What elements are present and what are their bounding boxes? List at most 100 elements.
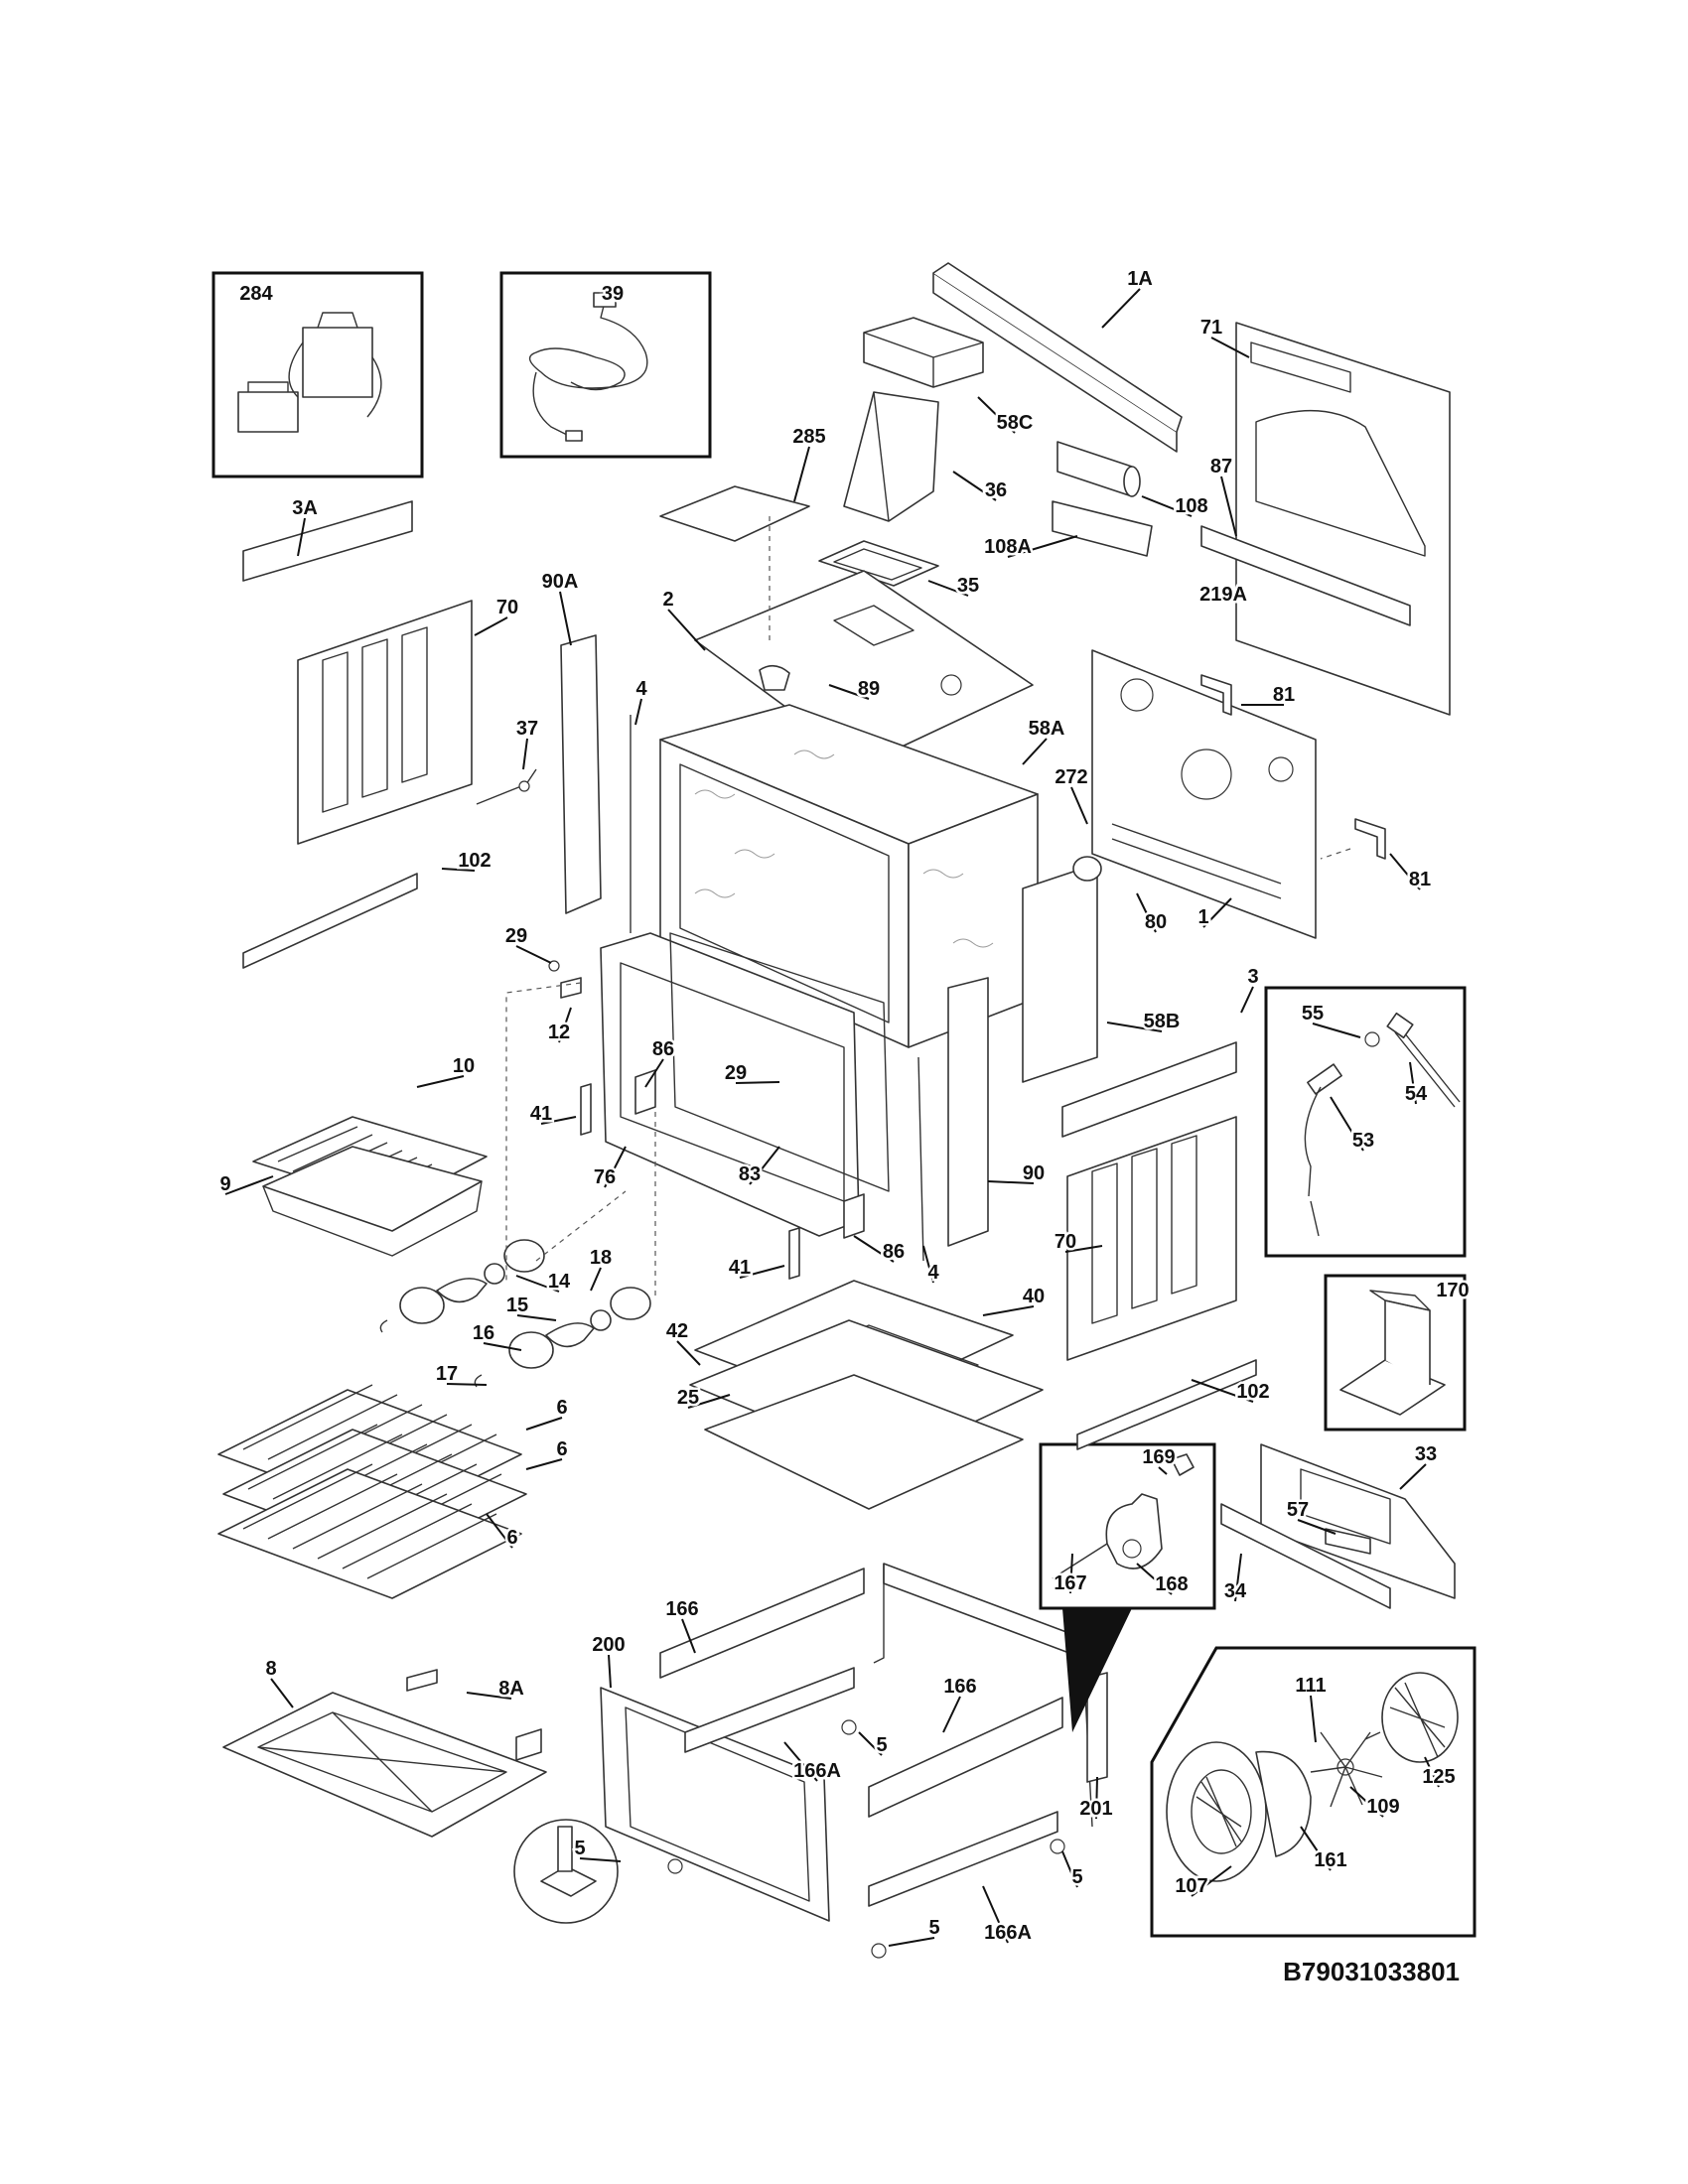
callout-text-halo: 285 [792, 426, 825, 448]
callout-leader-line [922, 1245, 934, 1284]
callout-text: 18 [590, 1247, 612, 1269]
part-8A-clip-a [406, 1669, 438, 1692]
callout-leader-line [1064, 1245, 1103, 1253]
part-35-gasket [818, 540, 939, 587]
callout-leader-line [749, 1146, 780, 1185]
callout-text: 58C [997, 412, 1034, 434]
callout-text: 6 [556, 1397, 567, 1419]
callout-text-halo: 272 [1055, 766, 1087, 788]
part-83-door-gasket [669, 932, 890, 1192]
callout-leader-line [977, 396, 1016, 434]
callout-text-halo: 57 [1287, 1499, 1309, 1521]
part-90-side-trim [947, 977, 989, 1247]
callout-text: 53 [1352, 1130, 1374, 1152]
callout-text: 102 [1236, 1381, 1269, 1403]
part-71-rear-panel [1235, 322, 1451, 716]
callout-text: 6 [506, 1527, 517, 1549]
callout-c-8: 88 [263, 1656, 294, 1708]
part-16-lamp-lens-a [399, 1287, 445, 1324]
callout-c-5a: 55 [858, 1731, 890, 1759]
callout-text-halo: 1A [1127, 268, 1153, 290]
callout-leader-line [681, 1618, 696, 1654]
callout-text-halo: 80 [1145, 911, 1167, 933]
part-166-slide-right [868, 1697, 1063, 1818]
callout-text: 5 [574, 1838, 585, 1859]
inset-box-39 [499, 271, 712, 459]
callout-text-halo: 8A [498, 1678, 524, 1700]
callout-leader-line [516, 1314, 557, 1321]
callout-text-halo: 219A [1199, 584, 1247, 606]
callout-text-halo: 55 [1302, 1003, 1324, 1024]
part-8A-clip-b [515, 1728, 542, 1761]
callout-text: 109 [1366, 1796, 1399, 1818]
callout-text-halo: 58C [997, 412, 1034, 434]
callout-text: 58B [1144, 1011, 1181, 1032]
part-70-side-panel-left [297, 600, 473, 845]
callout-text: 200 [592, 1634, 625, 1656]
part-1-rear-panel [1091, 649, 1317, 939]
callout-text-halo: 29 [505, 925, 527, 947]
callout-leader-line [1389, 853, 1421, 890]
callout-text: 57 [1287, 1499, 1309, 1521]
callout-leader-line [441, 868, 476, 872]
callout-text: 70 [1055, 1231, 1076, 1253]
callout-text-halo: 6 [556, 1397, 567, 1419]
part-41-strip-b [788, 1227, 800, 1280]
part-70-side-panel-right [1066, 1116, 1237, 1361]
part-58B-side-panel [1022, 863, 1098, 1083]
callout-leader-line [540, 1116, 577, 1125]
callout-c-5c: 55 [1061, 1850, 1085, 1891]
callout-text-halo: 5 [574, 1838, 585, 1859]
callout-leader-line [1191, 1865, 1232, 1897]
callout-leader-line [1297, 1519, 1336, 1535]
callout-text-halo: 14 [548, 1271, 571, 1293]
callout-leader-line [793, 446, 810, 502]
callout-leader-line [1210, 337, 1250, 358]
callout-text: 3A [292, 497, 318, 519]
callout-leader-line [927, 580, 969, 597]
callout-text-halo: 200 [592, 1634, 625, 1656]
callout-leader-line [1101, 288, 1141, 329]
callout-c-6b: 66 [525, 1436, 570, 1470]
callout-leader-line [987, 1180, 1035, 1184]
callout-leader-line [1007, 535, 1078, 558]
callout-text-halo: 35 [957, 575, 979, 597]
callout-text-halo: 83 [739, 1163, 761, 1185]
callout-text: 111 [1295, 1675, 1326, 1697]
part-12-thermostat [560, 977, 582, 999]
callout-text: 272 [1055, 766, 1087, 788]
callout-leader-line [515, 1275, 560, 1293]
callout-text: 41 [729, 1257, 751, 1279]
callout-text: 58A [1029, 718, 1065, 740]
part-108A-bracket [1052, 500, 1153, 557]
callout-text-halo: 169 [1142, 1446, 1175, 1468]
part-5-leveling-leg-inset [513, 1819, 619, 1924]
callout-leader-line [224, 1175, 274, 1195]
callout-text-halo: 108 [1175, 495, 1207, 517]
part-108-terminal-block [1056, 441, 1141, 497]
part-29-screw [548, 960, 560, 972]
inset-part-bracket [1339, 1290, 1446, 1416]
